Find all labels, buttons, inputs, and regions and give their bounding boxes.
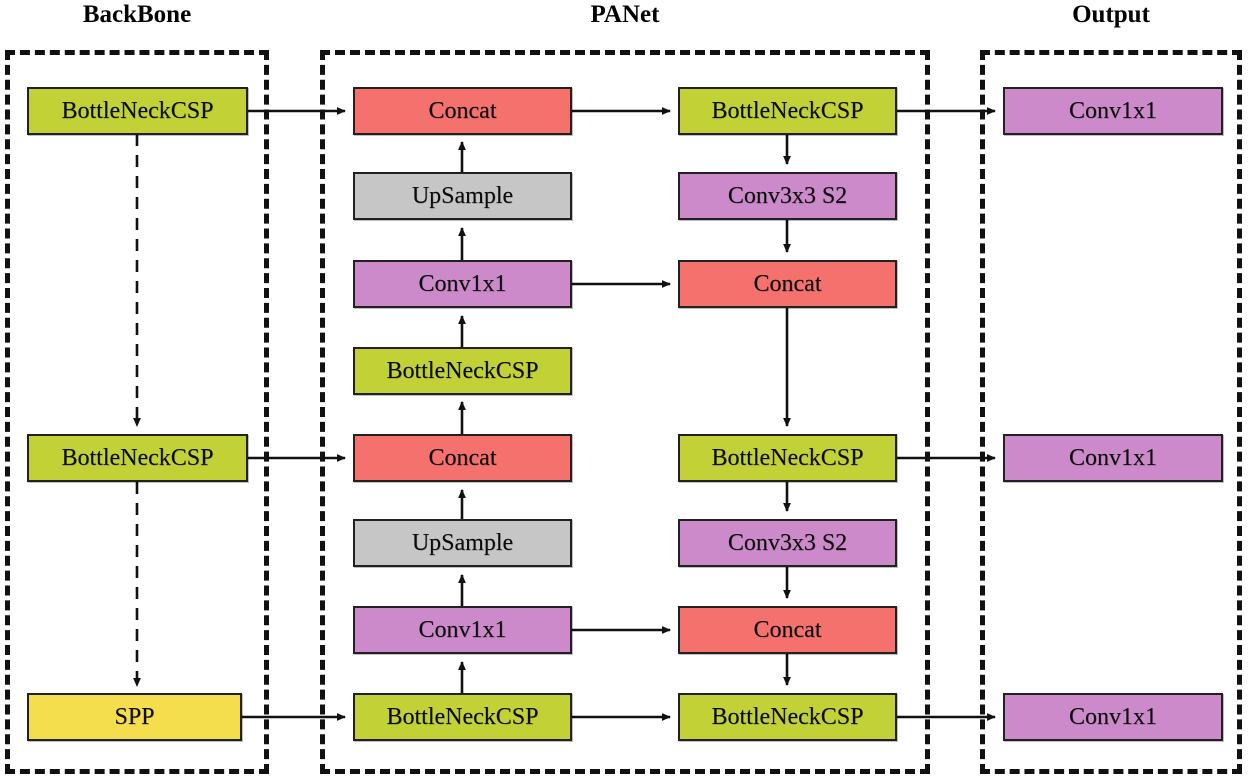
section-title-output: Output xyxy=(1072,1,1150,28)
node-label: BottleNeckCSP xyxy=(711,97,864,124)
node-label: BottleNeckCSP xyxy=(61,444,214,471)
node-conv3x3-s2[interactable]: Conv3x3 S2 xyxy=(678,519,897,567)
node-concat[interactable]: Concat xyxy=(353,434,572,482)
node-concat[interactable]: Concat xyxy=(678,606,897,654)
node-conv1x1[interactable]: Conv1x1 xyxy=(353,606,572,654)
group-backbone xyxy=(5,50,269,774)
node-concat[interactable]: Concat xyxy=(353,87,572,135)
group-output xyxy=(980,50,1242,774)
node-conv1x1[interactable]: Conv1x1 xyxy=(1003,693,1223,741)
node-conv1x1[interactable]: Conv1x1 xyxy=(1003,87,1223,135)
node-conv1x1[interactable]: Conv1x1 xyxy=(353,260,572,308)
node-label: Conv1x1 xyxy=(1068,444,1157,471)
node-bottleneckcsp[interactable]: BottleNeckCSP xyxy=(353,693,572,741)
node-label: BottleNeckCSP xyxy=(386,357,539,384)
node-label: Concat xyxy=(753,270,822,297)
node-label: Conv1x1 xyxy=(1068,97,1157,124)
node-bottleneckcsp[interactable]: BottleNeckCSP xyxy=(27,434,248,482)
node-bottleneckcsp[interactable]: BottleNeckCSP xyxy=(353,347,572,395)
node-label: Concat xyxy=(753,616,822,643)
node-label: BottleNeckCSP xyxy=(711,703,864,730)
section-title-panet: PANet xyxy=(590,1,660,28)
node-label: Concat xyxy=(428,444,497,471)
node-upsample[interactable]: UpSample xyxy=(353,519,572,567)
node-bottleneckcsp[interactable]: BottleNeckCSP xyxy=(678,434,897,482)
node-conv1x1[interactable]: Conv1x1 xyxy=(1003,434,1223,482)
node-conv3x3-s2[interactable]: Conv3x3 S2 xyxy=(678,172,897,220)
node-bottleneckcsp[interactable]: BottleNeckCSP xyxy=(678,693,897,741)
node-label: SPP xyxy=(114,703,155,730)
node-label: BottleNeckCSP xyxy=(61,97,214,124)
node-spp[interactable]: SPP xyxy=(27,693,242,741)
node-label: Concat xyxy=(428,97,497,124)
node-label: Conv1x1 xyxy=(418,616,507,643)
node-label: BottleNeckCSP xyxy=(711,444,864,471)
node-label: Conv1x1 xyxy=(1068,703,1157,730)
node-label: Conv1x1 xyxy=(418,270,507,297)
node-label: Conv3x3 S2 xyxy=(727,529,848,556)
node-label: BottleNeckCSP xyxy=(386,703,539,730)
node-label: UpSample xyxy=(411,529,514,556)
node-bottleneckcsp[interactable]: BottleNeckCSP xyxy=(27,87,248,135)
group-panet xyxy=(320,50,930,774)
node-upsample[interactable]: UpSample xyxy=(353,172,572,220)
section-title-backbone: BackBone xyxy=(82,1,192,28)
node-bottleneckcsp[interactable]: BottleNeckCSP xyxy=(678,87,897,135)
node-label: Conv3x3 S2 xyxy=(727,182,848,209)
node-concat[interactable]: Concat xyxy=(678,260,897,308)
node-label: UpSample xyxy=(411,182,514,209)
